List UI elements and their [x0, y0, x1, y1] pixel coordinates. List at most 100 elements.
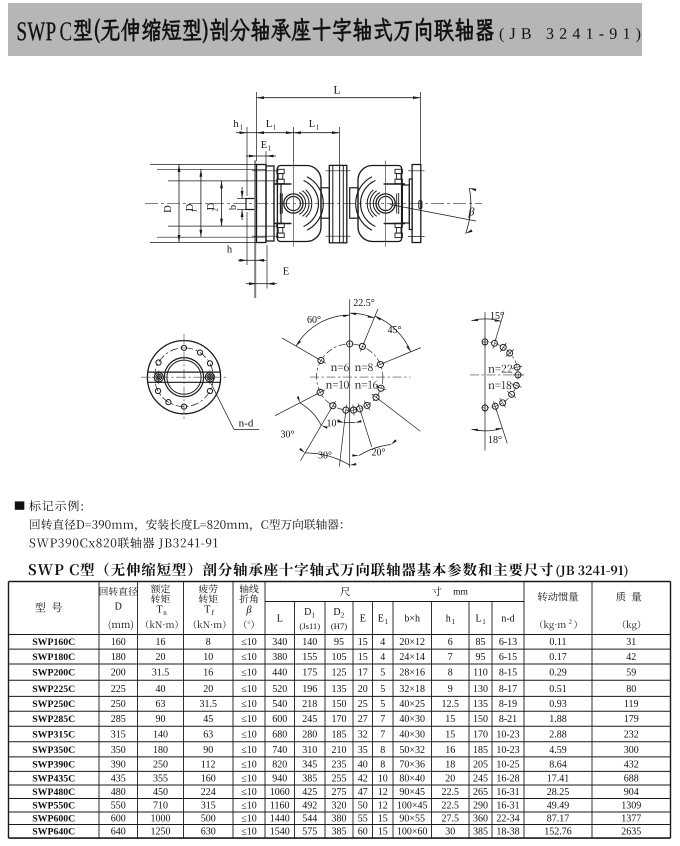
svg-text:210: 210: [332, 745, 347, 756]
svg-text:15: 15: [445, 729, 455, 740]
svg-text:180: 180: [153, 745, 168, 756]
svg-text:16-31: 16-31: [496, 787, 519, 798]
svg-text:1: 1: [268, 145, 272, 153]
svg-text:345: 345: [302, 760, 317, 771]
svg-text:≤10: ≤10: [241, 714, 257, 725]
svg-text:9: 9: [448, 684, 453, 695]
svg-text:20: 20: [203, 684, 213, 695]
svg-text:0.17: 0.17: [549, 652, 567, 663]
svg-text:310: 310: [302, 745, 317, 756]
svg-text:E: E: [283, 267, 289, 278]
svg-text:≤10: ≤10: [241, 699, 257, 710]
svg-text:n: n: [163, 609, 167, 617]
svg-text:1: 1: [273, 124, 277, 132]
svg-text:18°: 18°: [488, 435, 502, 446]
svg-text:0.51: 0.51: [549, 684, 567, 695]
svg-text:280: 280: [302, 729, 317, 740]
svg-text:290: 290: [473, 801, 488, 812]
svg-text:T: T: [204, 605, 210, 616]
svg-text:390: 390: [111, 760, 126, 771]
svg-text:90: 90: [156, 714, 166, 725]
svg-text:8: 8: [206, 637, 211, 648]
svg-text:β: β: [468, 205, 475, 219]
svg-text:28×16: 28×16: [399, 668, 425, 679]
svg-text:6-15: 6-15: [499, 652, 517, 663]
svg-text:SWP640C: SWP640C: [32, 827, 75, 838]
svg-text:7: 7: [380, 729, 385, 740]
svg-text:22.5°: 22.5°: [353, 298, 375, 309]
svg-text:385: 385: [332, 827, 347, 838]
svg-text:232: 232: [624, 729, 639, 740]
svg-text:435: 435: [111, 774, 126, 785]
svg-text:17: 17: [358, 668, 368, 679]
svg-text:45: 45: [203, 714, 213, 725]
svg-text:235: 235: [332, 760, 347, 771]
svg-text:(Js11): (Js11): [299, 621, 320, 631]
svg-text:47: 47: [358, 787, 368, 798]
svg-text:42: 42: [358, 774, 368, 785]
svg-text:820: 820: [272, 760, 287, 771]
svg-text:SWP350C: SWP350C: [32, 745, 75, 756]
svg-text:5: 5: [380, 684, 385, 695]
svg-text:L: L: [266, 119, 272, 130]
svg-text:275: 275: [332, 787, 347, 798]
svg-text:40×30: 40×30: [399, 714, 425, 725]
svg-text:h: h: [233, 119, 239, 130]
svg-text:135: 135: [473, 699, 488, 710]
svg-text:80×40: 80×40: [399, 774, 425, 785]
svg-text:31.5: 31.5: [152, 668, 170, 679]
svg-text:SWP285C: SWP285C: [32, 714, 75, 725]
svg-text:50×32: 50×32: [399, 745, 425, 756]
svg-text:688: 688: [624, 774, 639, 785]
svg-text:1000: 1000: [151, 814, 171, 825]
svg-text:170: 170: [473, 729, 488, 740]
svg-text:500: 500: [201, 814, 216, 825]
svg-text:425: 425: [302, 787, 317, 798]
svg-text:E: E: [360, 614, 366, 625]
svg-text:16-28: 16-28: [496, 774, 519, 785]
svg-text:225: 225: [111, 684, 126, 695]
svg-text:20: 20: [358, 684, 368, 695]
svg-text:50: 50: [358, 801, 368, 812]
svg-text:60: 60: [358, 827, 368, 838]
svg-text:200: 200: [111, 668, 126, 679]
svg-text:16-31: 16-31: [496, 801, 519, 812]
svg-text:25: 25: [358, 699, 368, 710]
svg-text:16: 16: [203, 668, 213, 679]
svg-text:h: h: [227, 245, 233, 256]
svg-text:1: 1: [482, 618, 486, 626]
svg-text:125: 125: [332, 668, 347, 679]
svg-text:315: 315: [201, 801, 216, 812]
svg-text:40: 40: [358, 760, 368, 771]
svg-text:D: D: [115, 602, 122, 613]
svg-text:135: 135: [332, 684, 347, 695]
svg-text:340: 340: [272, 637, 287, 648]
svg-text:10-25: 10-25: [496, 760, 519, 771]
svg-text:L: L: [475, 614, 481, 625]
svg-text:1: 1: [316, 124, 320, 132]
svg-text:E: E: [261, 140, 267, 151]
svg-text:12: 12: [378, 787, 388, 798]
svg-text:179: 179: [624, 714, 639, 725]
svg-text:492: 492: [302, 801, 317, 812]
svg-text:32×18: 32×18: [399, 684, 425, 695]
svg-text:95: 95: [334, 637, 344, 648]
svg-text:440: 440: [272, 668, 287, 679]
svg-text:1377: 1377: [621, 814, 641, 825]
svg-text:6-13: 6-13: [499, 637, 517, 648]
svg-text:1160: 1160: [270, 801, 290, 812]
svg-text:940: 940: [272, 774, 287, 785]
svg-text:10-23: 10-23: [496, 729, 519, 740]
svg-text:22.5: 22.5: [442, 787, 460, 798]
svg-text:1250: 1250: [151, 827, 171, 838]
svg-text:16: 16: [445, 745, 455, 756]
svg-text:245: 245: [302, 714, 317, 725]
svg-text:520: 520: [272, 684, 287, 695]
svg-text:315: 315: [111, 729, 126, 740]
svg-text:450: 450: [153, 787, 168, 798]
svg-text:8-17: 8-17: [499, 684, 517, 695]
svg-text:h: h: [446, 614, 451, 625]
svg-text:4.59: 4.59: [549, 745, 567, 756]
svg-text:49.49: 49.49: [547, 801, 570, 812]
svg-text:385: 385: [302, 774, 317, 785]
